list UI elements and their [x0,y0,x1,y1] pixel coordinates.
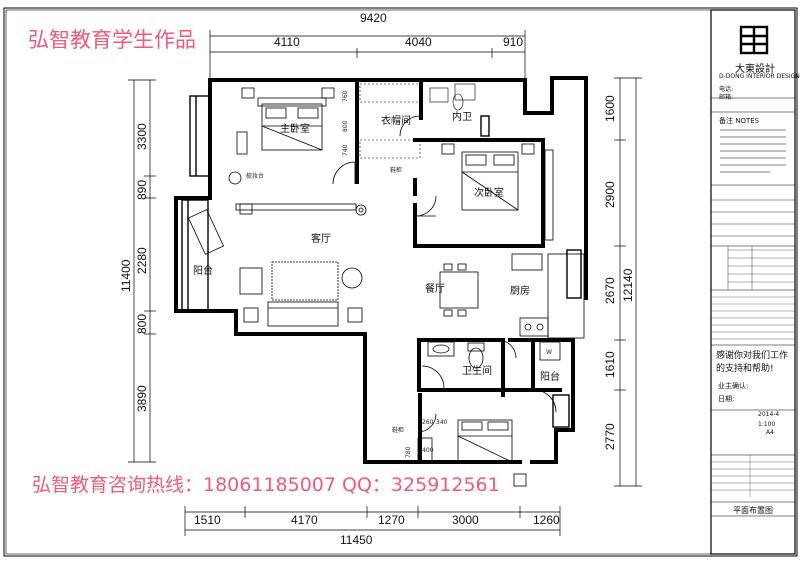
dim-left-5: 3890 [135,385,149,412]
kitchen-counter-icon [511,253,585,339]
tb-phone: 电话: [719,86,734,93]
dim-right-4: 1610 [603,351,617,378]
tb-paper: A4 [766,429,774,436]
tb-thanks: 感谢你对我们工作的支持和帮助! [716,351,789,374]
dim-right-2: 2900 [603,181,617,208]
room-dining: 餐厅 [425,282,445,295]
dim-inner-780: 780 [405,446,412,458]
promo-bottom-text: 弘智教育咨询热线：18061185007 QQ：325912561 [32,474,500,496]
room-bathroom: 卫生间 [462,364,492,377]
dining-table-icon [439,263,479,317]
doors [332,115,557,433]
dim-left-total: 11400 [119,259,133,292]
dim-top-3: 910 [503,35,523,49]
dim-bottom-4: 3000 [452,513,479,527]
dim-right-5: 2770 [603,423,617,450]
label-washer: W [546,349,552,356]
dim-left-3: 2280 [135,247,149,274]
label-shoe-note: 鞋柜 [390,166,402,174]
dim-inner-800: 800 [342,120,349,132]
room-second-bedroom: 次卧室 [474,186,504,199]
dim-right-3: 2670 [603,277,617,304]
dim-left-1: 3300 [135,123,149,150]
bottom-bed-icon [417,419,527,487]
dim-bottom-total: 11450 [340,533,373,547]
dim-inner-340: 340 [436,419,448,426]
dimension-lines [128,30,642,536]
dim-bottom-1: 1510 [194,513,221,527]
promo-top-text: 弘智教育学生作品 [28,28,196,52]
second-bed-icon [441,143,554,241]
dim-inner-760: 760 [342,90,349,102]
dim-top-total: 9420 [360,11,387,25]
label-dresser: 梳妆台 [246,172,264,180]
tb-drawing-title: 平面布置图 [733,506,773,515]
living-furniture-icon [187,203,363,327]
room-balcony-left: 阳台 [193,264,213,277]
title-block [710,9,796,555]
dim-left-4: 800 [135,314,149,334]
room-balcony-right: 阳台 [540,370,560,383]
bathroom-fixtures-icon [427,341,561,369]
tb-email: 邮箱: [719,94,734,101]
tb-date-value: 2014-4 [758,411,780,418]
dim-inner-400: 400 [422,447,434,454]
tb-logo-sub: D-DONG INTERIOR DESIGN [719,73,800,80]
master-bed-icon [228,87,335,185]
dim-right-total: 12140 [621,268,635,302]
tb-owner: 业主确认: [718,382,749,390]
dim-inner-740: 740 [342,144,349,156]
dim-left-2: 890 [135,180,149,200]
dim-top-2: 4040 [405,35,432,49]
logo-icon [739,25,769,55]
plant-icon [355,204,367,216]
tb-notes: 备注 NOTES [719,117,760,125]
dim-bottom-5: 1260 [533,513,560,527]
room-cloakroom: 衣帽间 [381,114,411,127]
room-inner-bath: 内卫 [452,110,472,123]
room-kitchen: 厨房 [510,284,530,297]
room-living: 客厅 [311,232,331,245]
dim-top-1: 4110 [274,35,300,49]
wardrobe-icon [359,83,476,159]
tb-date: 日期: [718,395,735,403]
dim-right-1: 1600 [603,95,617,122]
dim-bottom-2: 4170 [291,513,318,527]
tb-scale: 1:100 [758,421,776,428]
label-shoe-cabinet: 鞋柜 [392,426,404,434]
tb-logo-text: 大東設計 [735,64,775,75]
dim-bottom-3: 1270 [378,513,405,527]
dim-inner-260: 260 [422,419,434,426]
room-master-bedroom: 主卧室 [280,122,310,135]
